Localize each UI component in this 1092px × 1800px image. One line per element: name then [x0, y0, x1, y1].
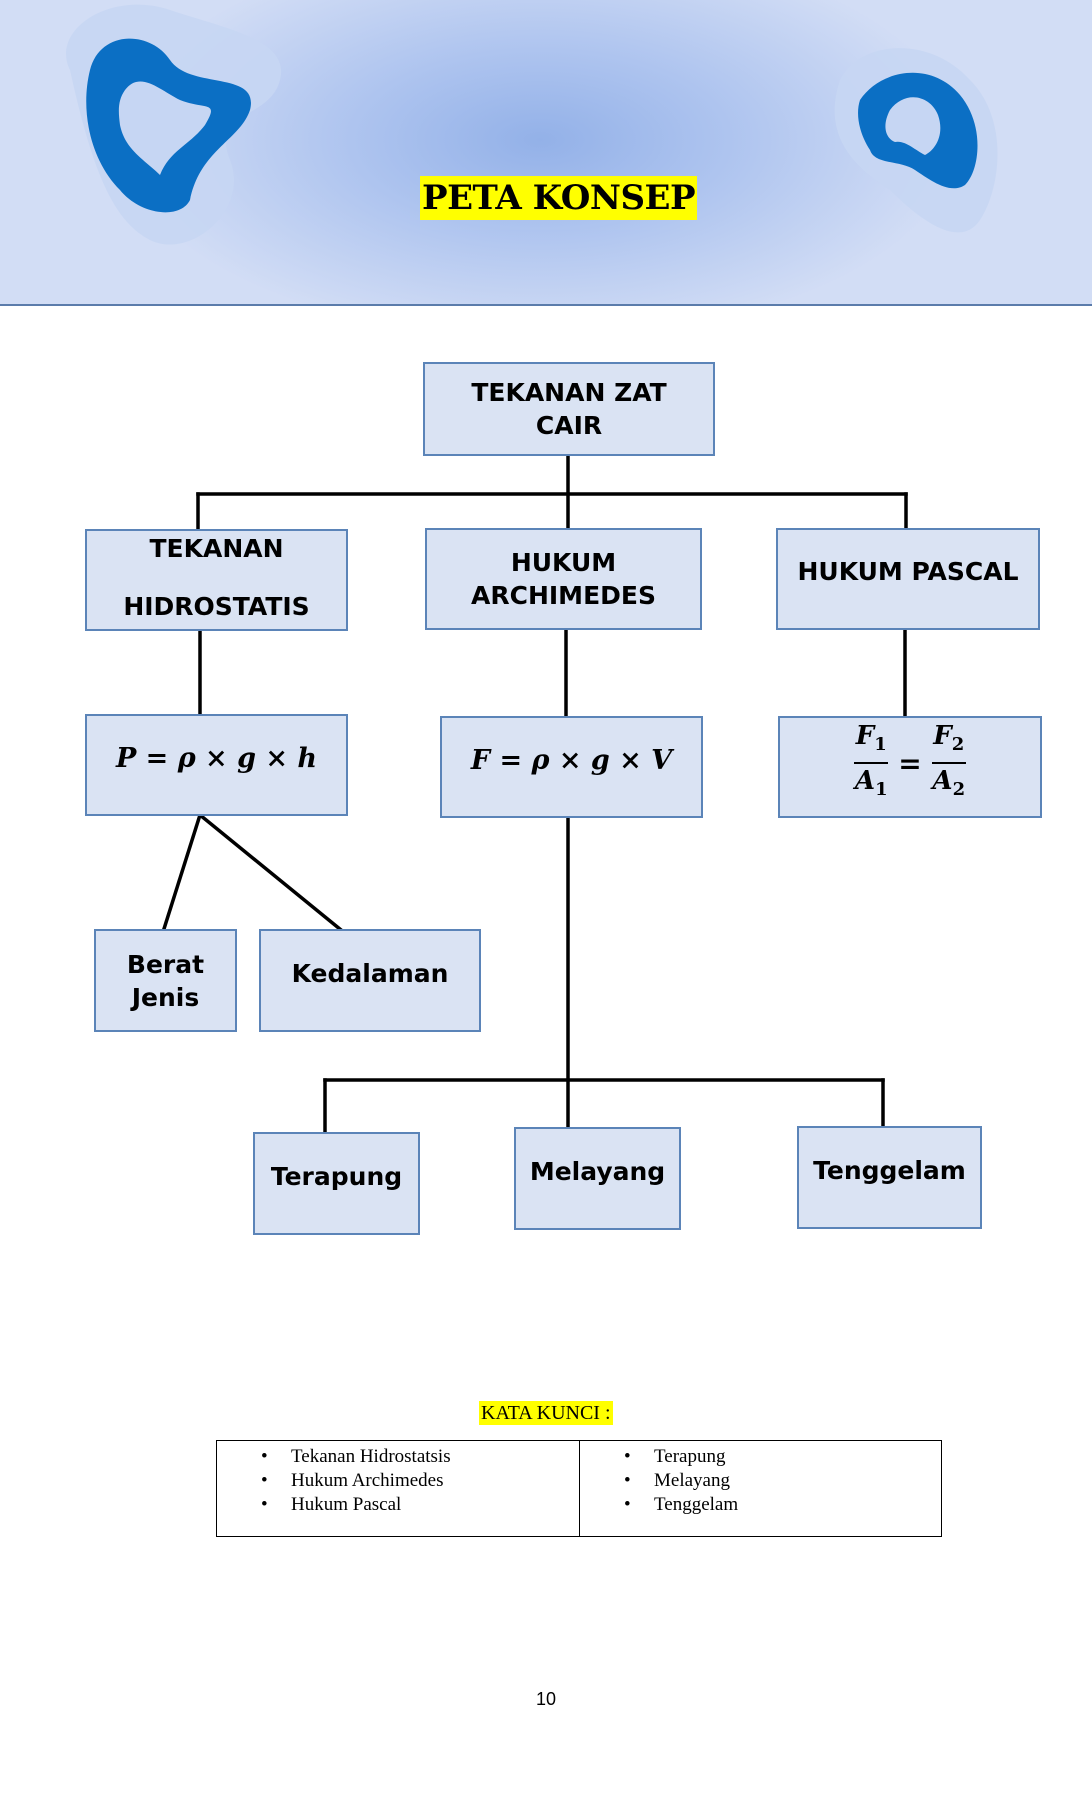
archimedes-line1: HUKUM	[510, 548, 617, 577]
pascal-fraction-bar-right	[931, 762, 966, 764]
pascal-label: HUKUM PASCAL	[797, 556, 1019, 586]
root-node-line2: CAIR	[535, 411, 603, 440]
pascal-f2-sub: 2	[951, 734, 965, 755]
kedalaman-label: Kedalaman	[291, 959, 449, 988]
keywords-table: Tekanan Hidrostatsis Hukum Archimedes Hu…	[216, 1440, 942, 1537]
berat-jenis-line1: Berat	[126, 949, 205, 979]
keywords-title: KATA KUNCI :	[479, 1401, 613, 1425]
node-melayang: Melayang	[514, 1127, 681, 1230]
keyword-item: Tekanan Hidrostatsis	[261, 1445, 579, 1469]
berat-jenis-line2: Jenis	[131, 982, 200, 1012]
pascal-a1-sub: 1	[875, 779, 888, 801]
keyword-item: Tenggelam	[624, 1493, 941, 1517]
pascal-a1-var: A	[854, 766, 876, 796]
archimedes-formula-text: F = ρ × g × V	[470, 744, 673, 776]
pascal-equals: =	[898, 746, 922, 780]
formula-hidrostatis: P = ρ × g × h	[85, 714, 348, 816]
keyword-item: Hukum Pascal	[261, 1493, 579, 1517]
kedalaman-line	[197, 812, 349, 937]
node-hukum-pascal: HUKUM PASCAL	[776, 528, 1040, 630]
pascal-fraction-bar-left	[854, 762, 889, 764]
pascal-f1-sub: 1	[874, 734, 887, 755]
node-tenggelam: Tenggelam	[797, 1126, 982, 1229]
pascal-a2-var: A	[932, 766, 953, 796]
keyword-item: Hukum Archimedes	[261, 1469, 579, 1493]
melayang-label: Melayang	[529, 1157, 666, 1186]
tenggelam-label: Tenggelam	[813, 1156, 966, 1185]
pascal-a2: A2	[932, 766, 965, 805]
root-node-tekanan-zat-cair: TEKANAN ZAT CAIR	[423, 362, 715, 456]
node-kedalaman: Kedalaman	[259, 929, 481, 1032]
formula-archimedes: F = ρ × g × V	[440, 716, 703, 818]
pascal-f1: F1	[856, 721, 887, 760]
hidrostatis-line1: TEKANAN	[149, 534, 284, 563]
pascal-f2: F2	[933, 721, 964, 760]
pascal-f1-var: F	[855, 720, 875, 751]
pascal-a2-sub: 2	[952, 779, 966, 801]
pascal-fraction-left: F1 A1	[854, 721, 889, 805]
right-swirl-logo-icon	[834, 48, 998, 233]
left-swirl-logo-icon	[66, 4, 282, 245]
archimedes-line2: ARCHIMEDES	[471, 581, 656, 610]
keywords-right-column: Terapung Melayang Tenggelam	[579, 1441, 941, 1536]
root-node-line1: TEKANAN ZAT	[471, 378, 667, 407]
terapung-label: Terapung	[270, 1162, 403, 1191]
pascal-a1: A1	[855, 766, 888, 805]
header-banner: PETA KONSEP	[0, 0, 1092, 306]
pascal-f2-var: F	[933, 720, 952, 751]
pascal-fraction-right: F2 A2	[931, 721, 966, 805]
page-title: PETA KONSEP	[420, 176, 698, 220]
node-tekanan-hidrostatis: TEKANAN HIDROSTATIS	[85, 529, 348, 631]
keyword-item: Melayang	[624, 1469, 941, 1493]
berat-jenis-line	[160, 812, 203, 935]
hidrostatis-line2: HIDROSTATIS	[123, 592, 310, 621]
keyword-item: Terapung	[624, 1445, 941, 1469]
pascal-fraction-group: F1 A1 = F2 A2	[854, 721, 966, 805]
keywords-left-column: Tekanan Hidrostatsis Hukum Archimedes Hu…	[217, 1441, 579, 1536]
hidrostatis-formula-text: P = ρ × g × h	[115, 742, 318, 774]
node-hukum-archimedes: HUKUM ARCHIMEDES	[425, 528, 702, 630]
formula-pascal: F1 A1 = F2 A2	[778, 716, 1042, 818]
node-terapung: Terapung	[253, 1132, 420, 1235]
page-number: 10	[535, 1689, 557, 1709]
node-berat-jenis: Berat Jenis	[94, 929, 237, 1032]
